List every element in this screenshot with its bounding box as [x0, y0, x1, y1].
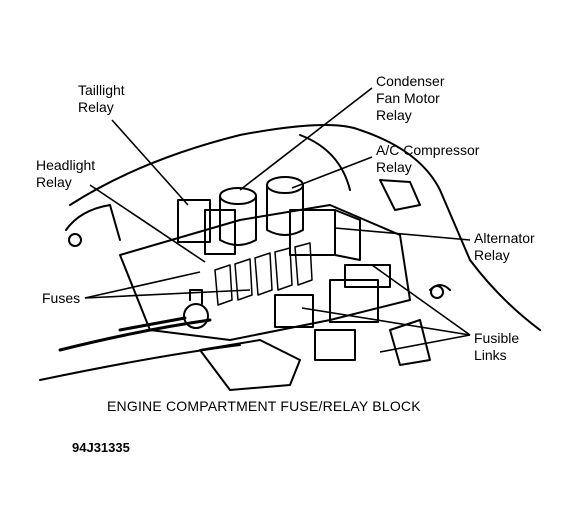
condenser-fan-relay-shape: [219, 187, 257, 205]
ac-compressor-relay-label: A/C Compressor Relay: [376, 142, 480, 175]
alternator-relay-label: Alternator Relay: [474, 230, 535, 263]
fusible-links-label: Fusible Links: [474, 330, 520, 363]
alternator-relay-shape: [289, 209, 336, 256]
alternator-leader: [334, 227, 471, 241]
fuses-leader-2: [84, 289, 251, 299]
taillight-leader: [111, 119, 189, 206]
fuse-row: [214, 242, 313, 306]
taillight-relay-shape: [177, 199, 211, 243]
headlight-relay-label: Headlight Relay: [36, 157, 96, 190]
engine-bay-outline: [69, 124, 541, 331]
fusible-leader-3: [379, 334, 471, 353]
leader-lines: [84, 87, 471, 353]
condenser-leader: [239, 87, 373, 191]
fusible-link-shape: [274, 294, 314, 328]
condenser-fan-motor-relay-label: Condenser Fan Motor Relay: [376, 73, 445, 123]
fusible-leader-2: [301, 307, 471, 336]
figure-caption: ENGINE COMPARTMENT FUSE/RELAY BLOCK: [107, 398, 421, 414]
fuses-label: Fuses: [42, 290, 81, 306]
taillight-relay-label: Taillight Relay: [78, 82, 125, 115]
fusible-leader-1: [371, 264, 471, 336]
figure-code: 94J31335: [72, 440, 130, 455]
fuses-leader-1: [84, 271, 201, 299]
terminal-stud: [183, 303, 209, 329]
fuse-block-housing: [119, 204, 411, 341]
ac-leader: [291, 156, 373, 189]
headlight-leader: [89, 184, 206, 263]
